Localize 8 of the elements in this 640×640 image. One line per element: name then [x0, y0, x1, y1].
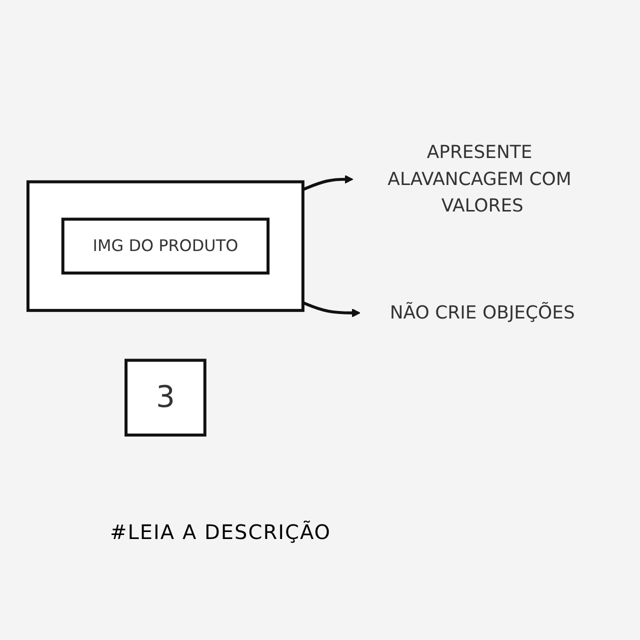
node-text: APRESENTE ALAVANCAGEM COM VALORES [388, 142, 572, 218]
node-box: 3 [124, 359, 206, 438]
cluster [26, 180, 304, 312]
node-text: NÃO CRIE OBJEÇÕES [390, 302, 575, 324]
arrow [302, 302, 360, 318]
node-box: IMG DO PRODUTO [61, 218, 270, 276]
arrow [302, 175, 354, 192]
note-text: #LEIA A DESCRIÇÃO [110, 520, 332, 544]
